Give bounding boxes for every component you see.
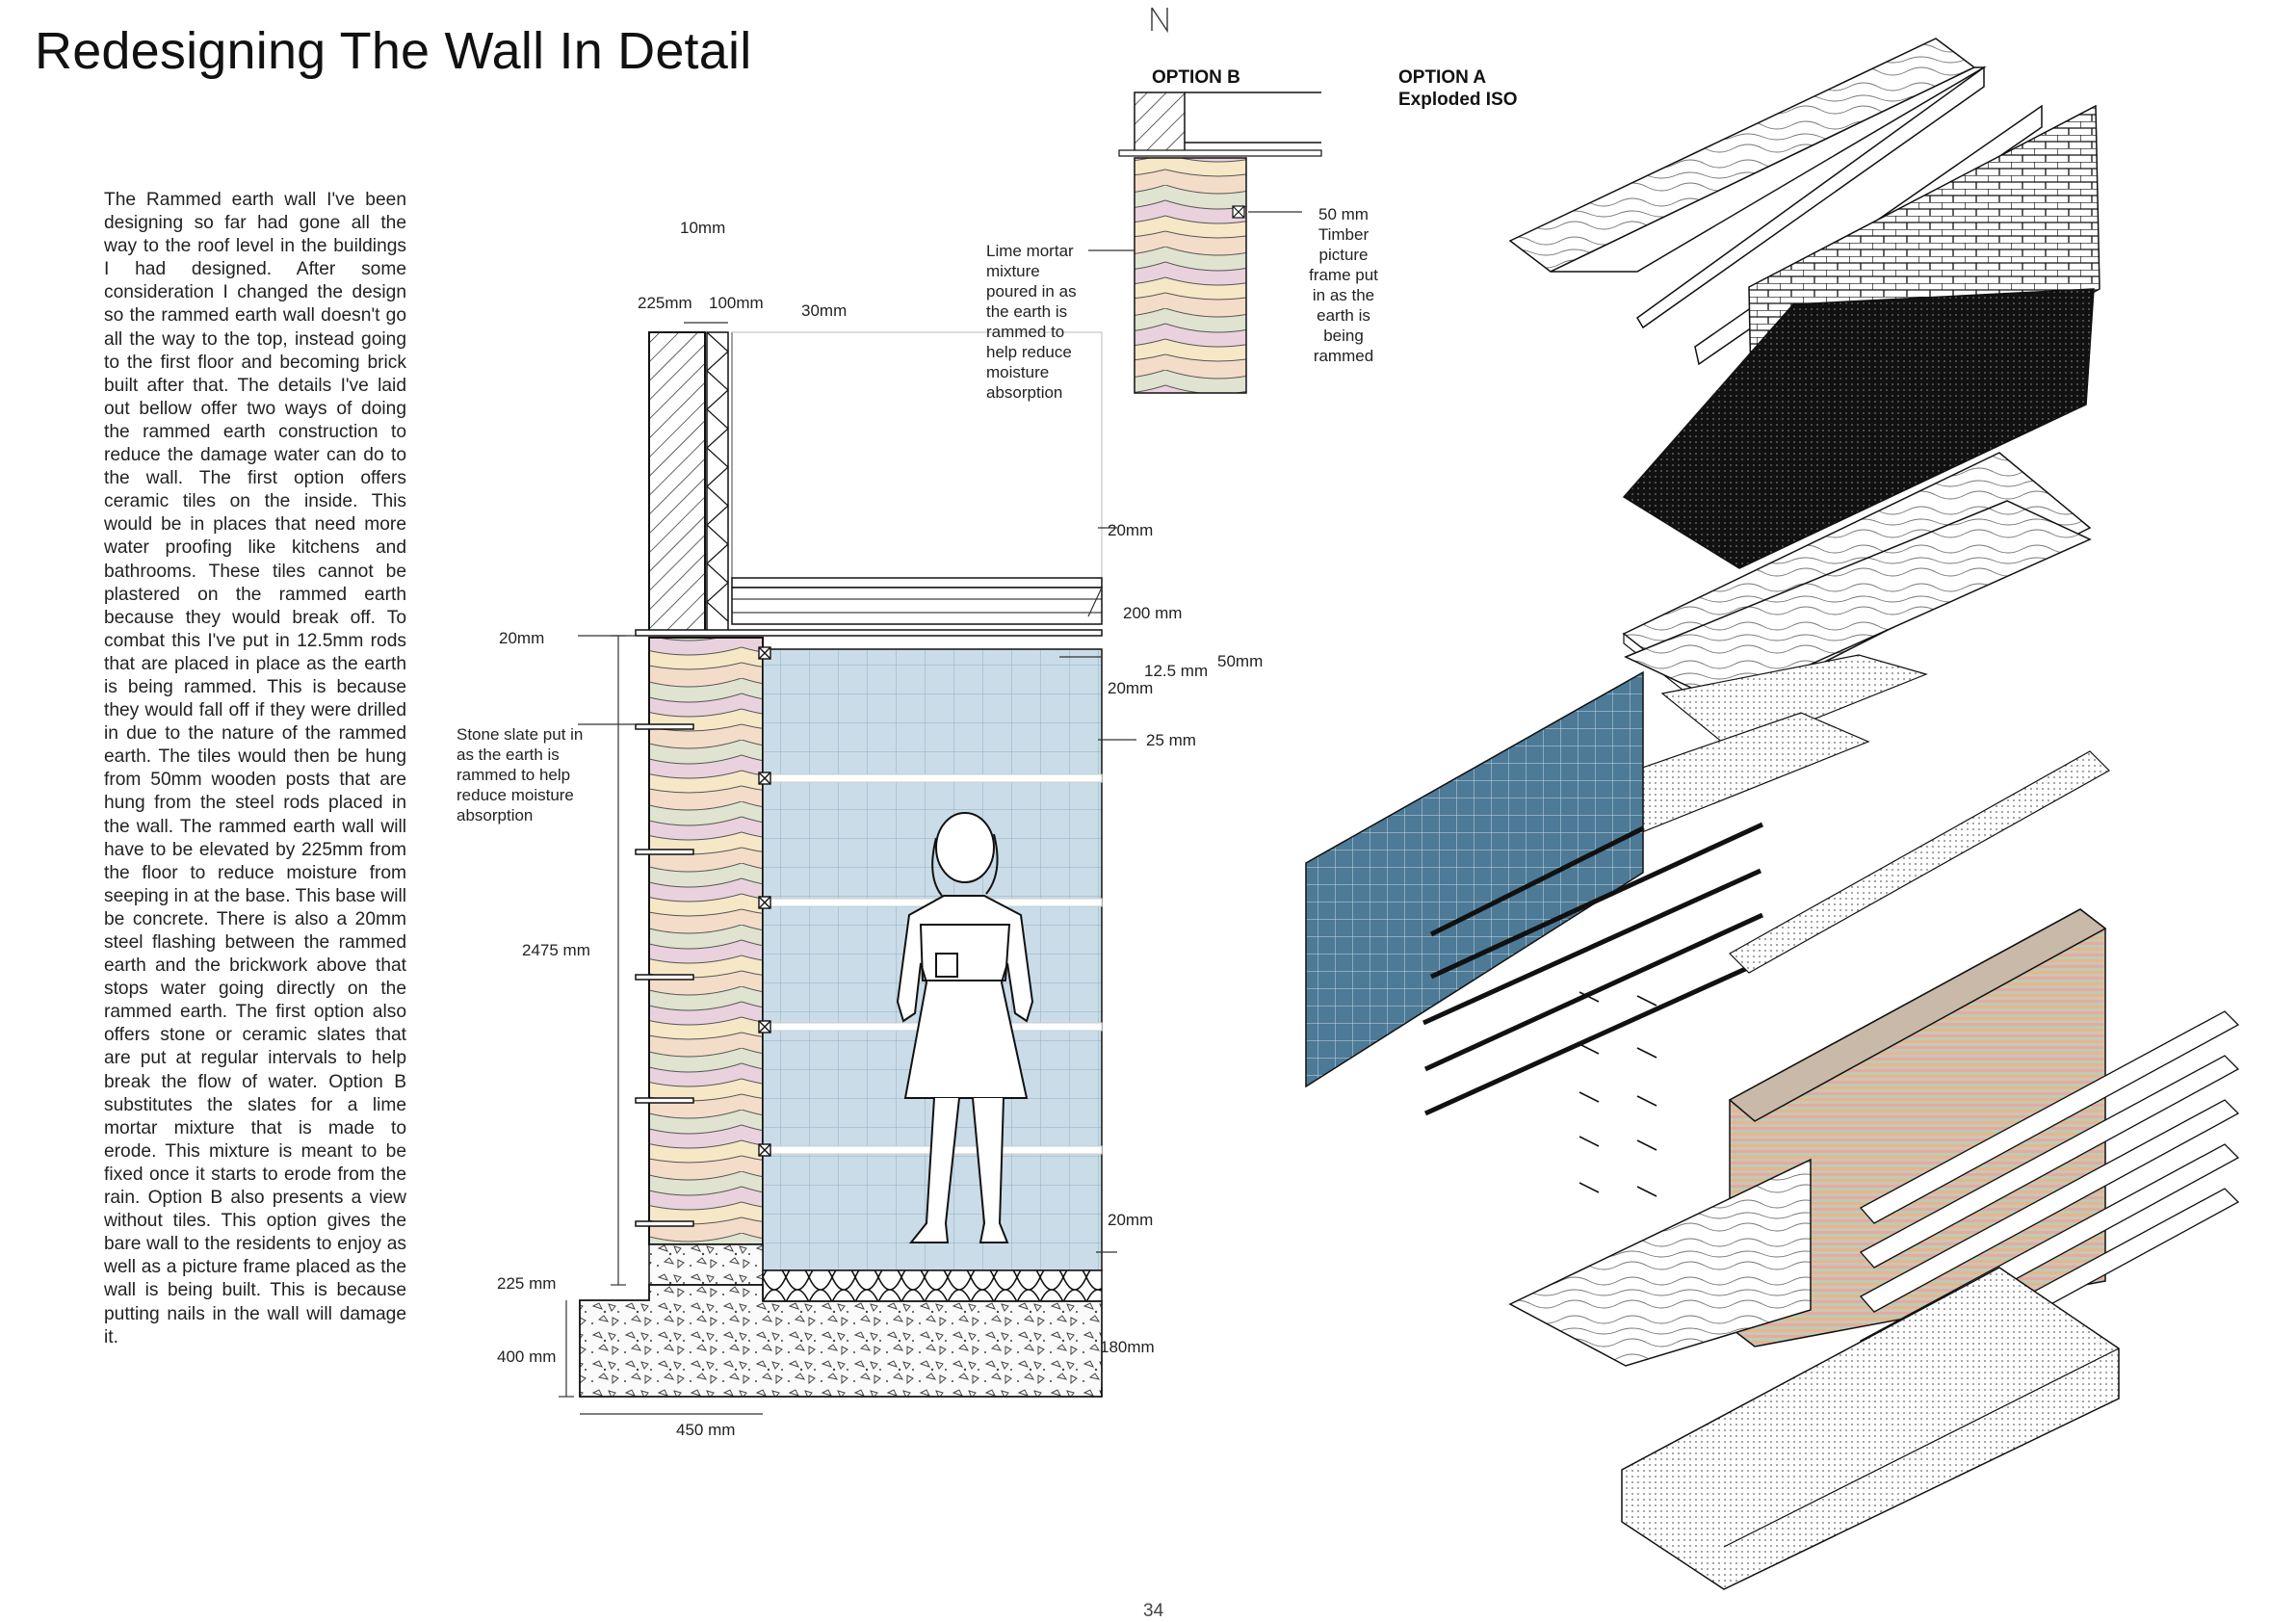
concrete-foundation bbox=[579, 1284, 1103, 1398]
dim-180mm: 180mm bbox=[1100, 1338, 1155, 1356]
dim-200mm: 200 mm bbox=[1123, 604, 1183, 622]
stone-slates bbox=[635, 723, 694, 1227]
annotation-lime-mortar: Lime mortar mixture poured in as the ear… bbox=[986, 242, 1077, 402]
annotation-stone-slate: Stone slate put in as the earth is ramme… bbox=[457, 725, 584, 824]
iso-steel-rods bbox=[1422, 822, 1764, 1116]
dim-10mm: 10mm bbox=[680, 219, 726, 237]
dimension-lines bbox=[559, 322, 1136, 1415]
option-b-earth-wall bbox=[1134, 157, 1247, 394]
steel-flashing bbox=[635, 629, 1103, 637]
dim-100mm: 100mm bbox=[709, 294, 764, 312]
brick-wall-section bbox=[648, 331, 706, 632]
dim-12-5mm: 12.5 mm bbox=[1144, 662, 1209, 680]
steel-rod-markers bbox=[758, 646, 771, 1157]
dim-50mm: 50mm bbox=[1217, 652, 1264, 670]
option-b-detail bbox=[1088, 92, 1322, 394]
floor-board bbox=[731, 577, 1103, 589]
page-number: 34 bbox=[1143, 1601, 1164, 1621]
annotation-picture-frame: 50 mm Timber picture frame put in as the… bbox=[1309, 205, 1378, 365]
iso-fixing-pins bbox=[1578, 991, 1657, 1197]
dim-20mm-below: 20mm bbox=[1108, 679, 1154, 697]
option-b-title: OPTION B bbox=[1152, 67, 1240, 88]
option-a-exploded-iso bbox=[1305, 38, 2240, 1590]
page-title: Redesigning The Wall In Detail bbox=[35, 22, 752, 80]
north-arrow-icon bbox=[1151, 7, 1168, 34]
dim-225mm-top: 225mm bbox=[638, 294, 692, 312]
floor-joist bbox=[731, 587, 1103, 625]
iso-skirting-board bbox=[1508, 1158, 1812, 1367]
option-a-title: OPTION A bbox=[1398, 67, 1487, 88]
dim-20mm-left: 20mm bbox=[499, 629, 545, 647]
main-section-detail bbox=[559, 322, 1136, 1415]
dim-450mm: 450 mm bbox=[676, 1421, 736, 1439]
dim-20mm-floor: 20mm bbox=[1108, 521, 1154, 539]
option-a-subtitle: Exploded ISO bbox=[1398, 90, 1518, 110]
dim-25mm: 25 mm bbox=[1146, 731, 1196, 749]
description-text: The Rammed earth wall I've been designin… bbox=[104, 190, 406, 1347]
person-figure bbox=[896, 812, 1034, 1243]
dim-30mm: 30mm bbox=[801, 301, 848, 320]
dim-2475mm: 2475 mm bbox=[522, 941, 590, 959]
dim-225mm-base: 225 mm bbox=[497, 1274, 557, 1293]
iso-concrete-plinth bbox=[1621, 1267, 2120, 1590]
rammed-earth-wall bbox=[648, 637, 764, 1245]
dim-20mm-base: 20mm bbox=[1108, 1211, 1154, 1229]
floor-insulation bbox=[762, 1269, 1103, 1302]
raised-concrete-base bbox=[648, 1243, 764, 1286]
iso-tile-panel bbox=[1305, 670, 1644, 1088]
dim-400mm: 400 mm bbox=[497, 1347, 557, 1366]
iso-membrane bbox=[1622, 288, 2095, 569]
